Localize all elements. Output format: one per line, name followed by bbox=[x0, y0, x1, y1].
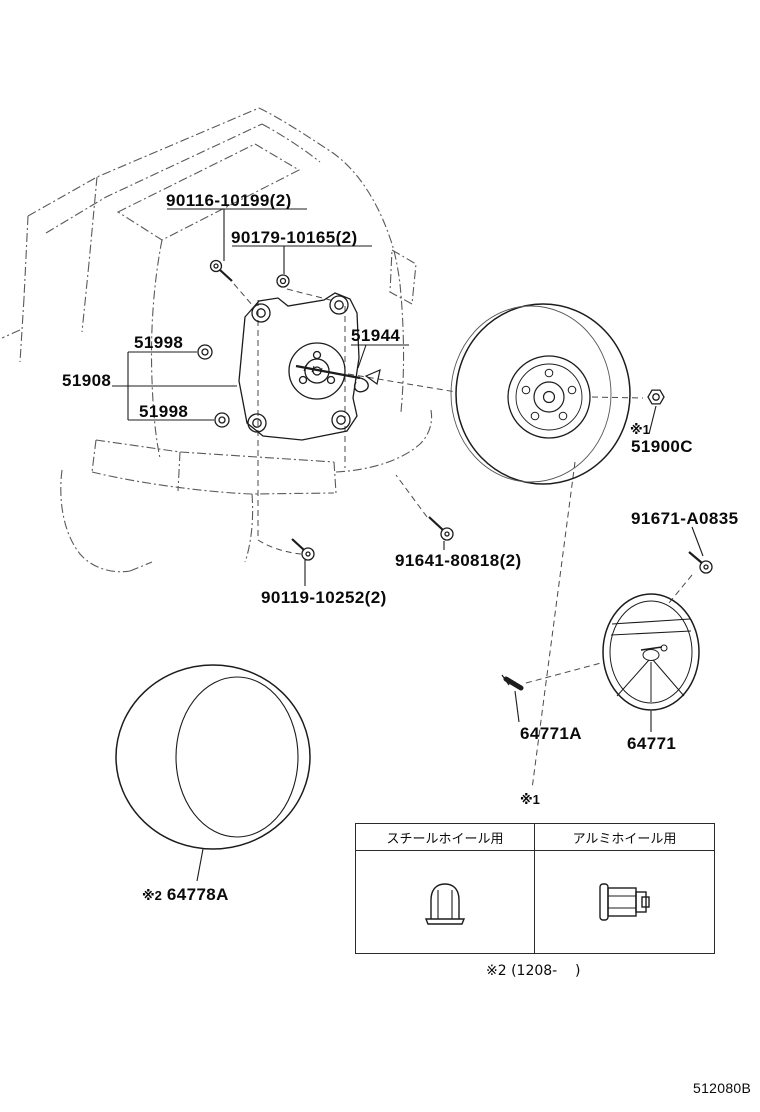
callout-64778a-number: 64778A bbox=[166, 885, 229, 904]
ref2-mark: ※2 bbox=[142, 888, 162, 903]
clip-64771a bbox=[501, 674, 524, 691]
callout-64771: 64771 bbox=[627, 734, 677, 753]
washer-51998-upper bbox=[197, 344, 213, 360]
callout-51944: 51944 bbox=[351, 326, 401, 345]
steel-wheel-nut-icon bbox=[424, 883, 466, 925]
bolt-90119 bbox=[291, 538, 315, 561]
tire-cover-hard bbox=[602, 593, 700, 711]
callout-51908: 51908 bbox=[62, 371, 112, 390]
bolt-91641 bbox=[428, 516, 454, 541]
spare-tire bbox=[450, 303, 631, 485]
wheel-nut-compat-table: スチールホイール用 アルミホイール用 bbox=[355, 823, 715, 954]
leader-lines bbox=[112, 208, 704, 882]
callout-90179-10165: 90179-10165(2) bbox=[231, 228, 358, 247]
ref1-mark-hub-nut: ※1 bbox=[630, 422, 650, 437]
bolt-91671 bbox=[688, 551, 713, 574]
ref1-mark-table: ※1 bbox=[520, 792, 540, 807]
steel-wheel-nut-cell bbox=[356, 851, 535, 953]
callout-64771a: 64771A bbox=[520, 724, 582, 743]
tire-cover-soft bbox=[115, 664, 311, 850]
nut-90179 bbox=[276, 274, 290, 288]
table-header-steel-wheel: スチールホイール用 bbox=[356, 824, 535, 851]
hub-nut-51900c bbox=[647, 389, 665, 405]
callout-90119-10252: 90119-10252(2) bbox=[261, 588, 387, 607]
clamp-bolt-51944 bbox=[295, 364, 381, 393]
callout-64778a: ※2 64778A bbox=[142, 886, 229, 904]
doc-code: 512080B bbox=[693, 1080, 752, 1096]
aluminum-wheel-nut-cell bbox=[535, 851, 714, 953]
aluminum-wheel-nut-icon bbox=[598, 883, 650, 921]
callout-51998-lower: 51998 bbox=[139, 402, 189, 421]
callout-51900c: 51900C bbox=[631, 437, 693, 456]
washer-51998-lower bbox=[214, 412, 230, 428]
callout-90116-10199: 90116-10199(2) bbox=[166, 191, 292, 210]
callout-51998-upper: 51998 bbox=[134, 333, 184, 352]
vehicle-outline bbox=[1, 107, 433, 573]
table-header-aluminum-wheel: アルミホイール用 bbox=[535, 824, 714, 851]
callout-91641-80818: 91641-80818(2) bbox=[395, 551, 522, 570]
footnote-ref2: ※2 (1208- ) bbox=[486, 963, 581, 979]
bolt-90116 bbox=[209, 259, 233, 282]
callout-91671-a0835: 91671-A0835 bbox=[631, 509, 739, 528]
spare-carrier-bracket bbox=[238, 292, 360, 441]
